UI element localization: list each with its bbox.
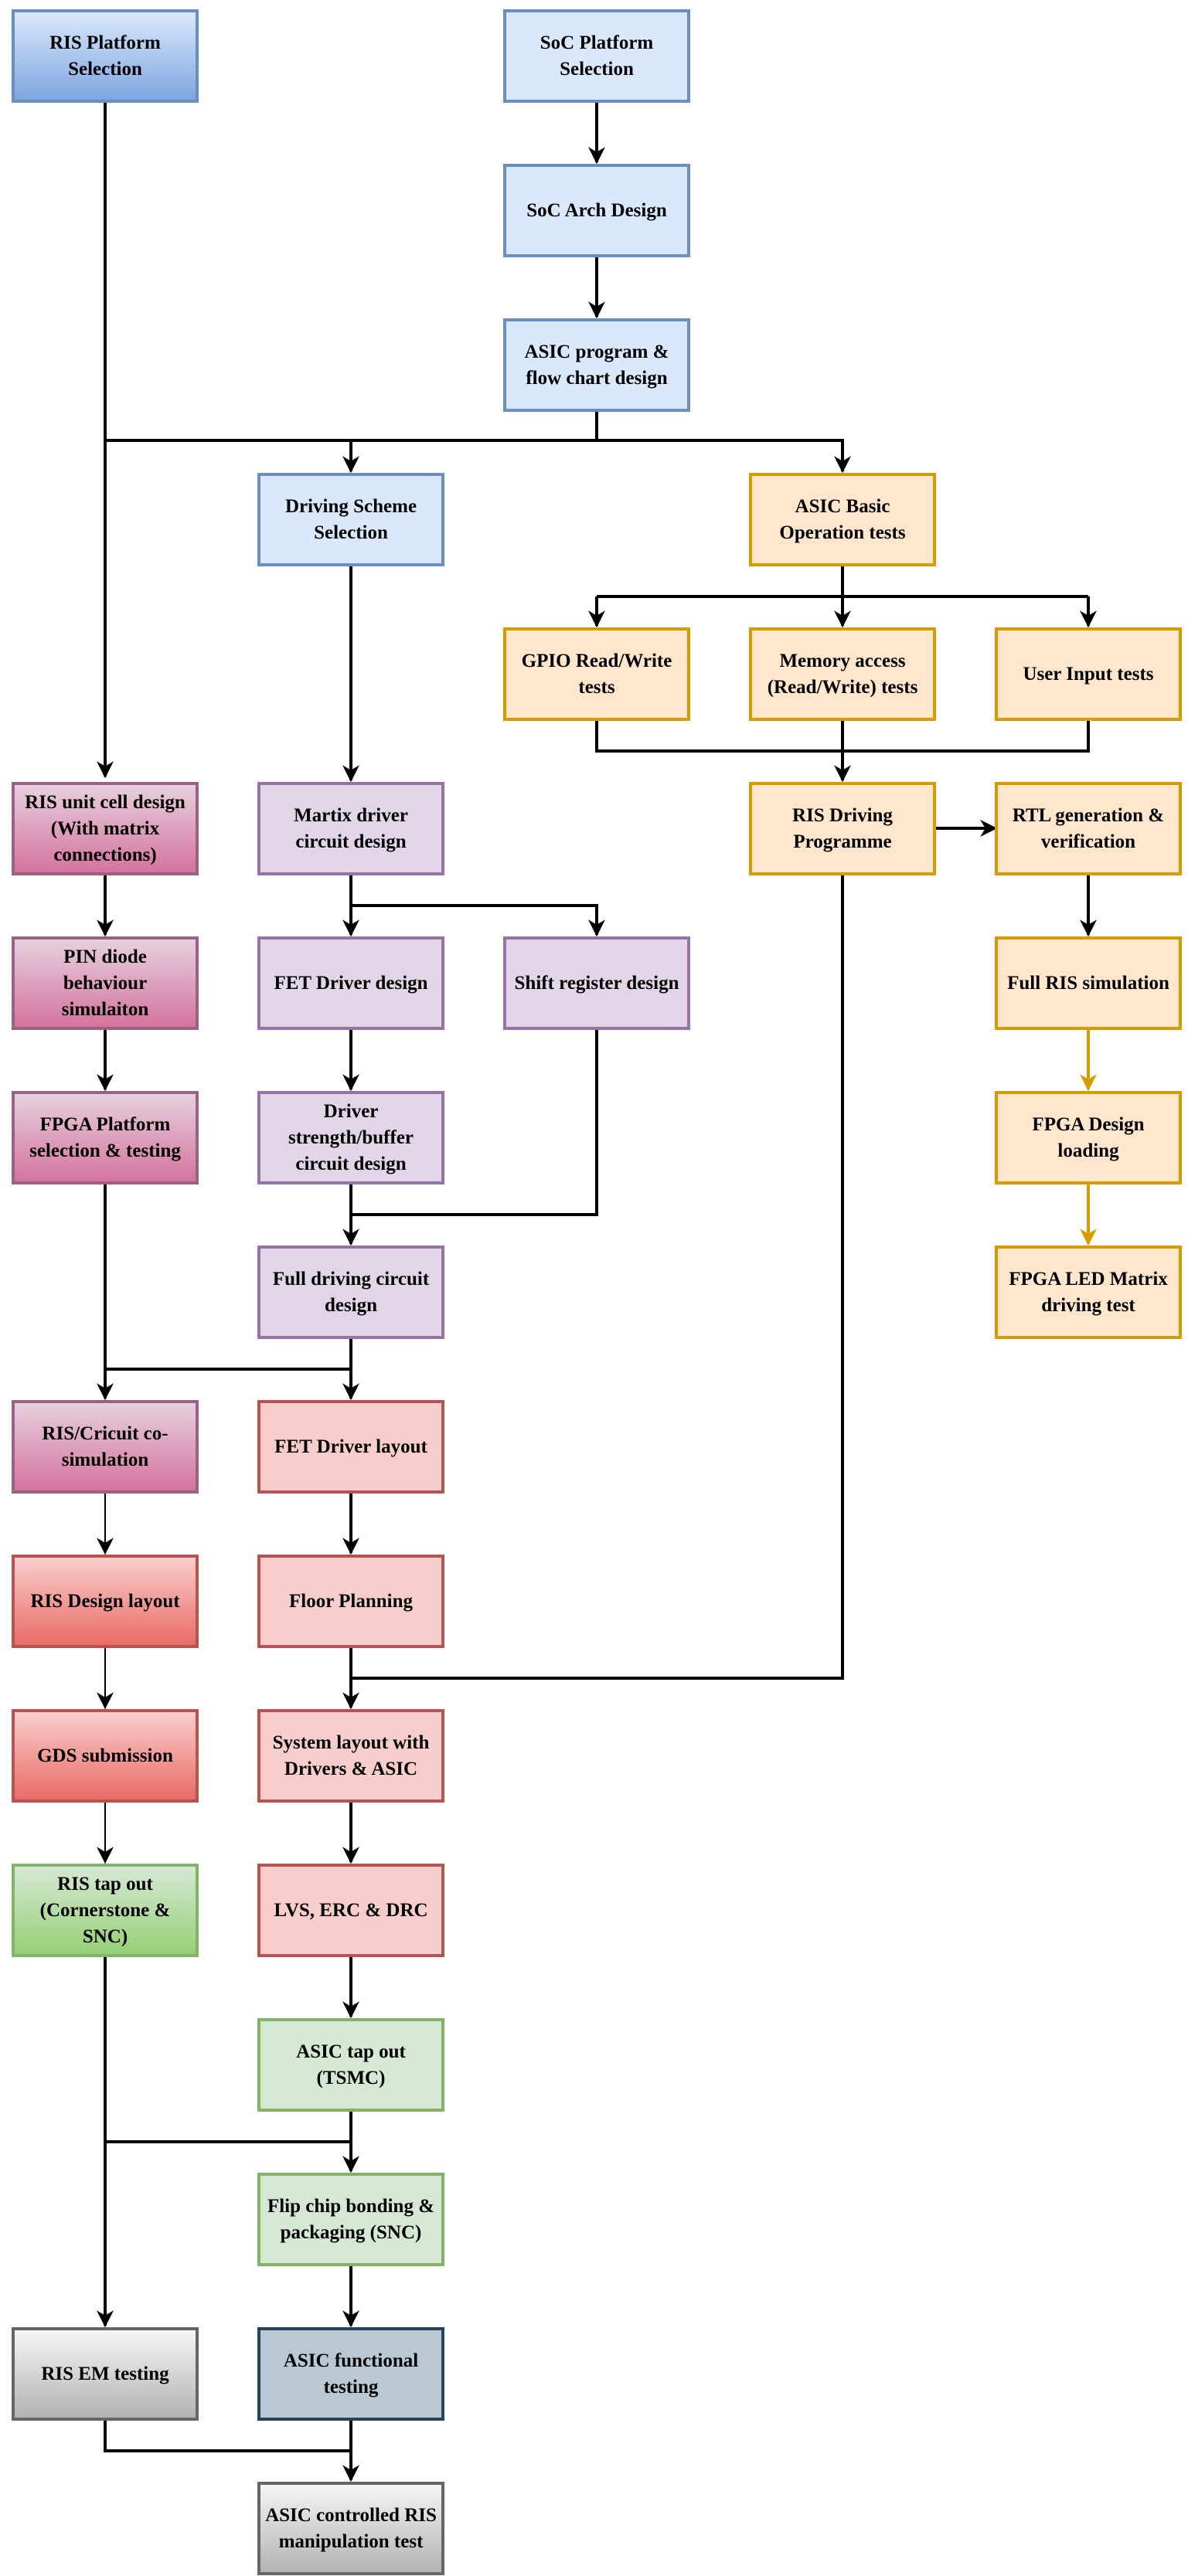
node-rtl-generation: RTL generation & verification xyxy=(995,782,1182,875)
edge-ris-driving-to-system xyxy=(351,875,844,1680)
node-driving-scheme-selection: Driving Scheme Selection xyxy=(257,473,444,566)
node-fet-driver-layout: FET Driver layout xyxy=(257,1400,444,1494)
node-ris-em-testing: RIS EM testing xyxy=(12,2327,199,2421)
edge-final-merge xyxy=(104,2420,351,2452)
edge-split-to-asic-basic xyxy=(597,439,851,474)
node-ris-circuit-cosimulation: RIS/Cricuit co-simulation xyxy=(12,1400,199,1494)
node-fpga-platform-selection: Full RIS simulation xyxy=(995,936,1182,1030)
edge-asic-program-split xyxy=(105,411,598,442)
node-gds-submission: GDS submission xyxy=(12,1709,199,1803)
node-asic-controlled-ris-test: ASIC controlled RIS manipulation test xyxy=(257,2482,444,2575)
node-fet-driver-design: FET Driver design xyxy=(257,936,444,1030)
node-gpio-tests: GPIO Read/Write tests xyxy=(503,627,690,721)
node-ris-platform-selection: RIS Platform Selection xyxy=(12,9,199,103)
node-lvs-erc-drc: LVS, ERC & DRC xyxy=(257,1864,444,1957)
node-system-layout: System layout with Drivers & ASIC xyxy=(257,1709,444,1803)
node-ris-driving-programme: RIS Driving Programme xyxy=(749,782,936,875)
node-soc-platform-selection: SoC Platform Selection xyxy=(503,9,690,103)
node-fpga-led-matrix-test: FPGA LED Matrix driving test xyxy=(995,1246,1182,1339)
node-full-driving-circuit-design: Full driving circuit design xyxy=(257,1246,444,1339)
node-full-ris-simulation: FPGA Platform selection & testing xyxy=(12,1091,199,1184)
node-flip-chip-bonding: Flip chip bonding & packaging (SNC) xyxy=(257,2173,444,2266)
node-fpga-design-loading: FPGA Design loading xyxy=(995,1091,1182,1184)
node-soc-arch-design: SoC Arch Design xyxy=(503,164,690,257)
node-ris-tap-out: RIS tap out (Cornerstone & SNC) xyxy=(12,1864,199,1957)
node-ris-design-layout: RIS Design layout xyxy=(12,1555,199,1648)
node-driver-strength-buffer: Driver strength/buffer circuit design xyxy=(257,1091,444,1184)
node-asic-basic-operation-tests: ASIC Basic Operation tests xyxy=(749,473,936,566)
node-floor-planning: Floor Planning xyxy=(257,1555,444,1648)
node-memory-access-tests: Memory access (Read/Write) tests xyxy=(749,627,936,721)
edge-shift-to-full xyxy=(351,1029,598,1216)
node-shift-register-design: Shift register design xyxy=(503,936,690,1030)
node-asic-functional-testing: ASIC functional testing xyxy=(257,2327,444,2421)
node-asic-tap-out: ASIC tap out (TSMC) xyxy=(257,2018,444,2112)
node-user-input-tests: User Input tests xyxy=(995,627,1182,721)
node-pin-diode-simulation: PIN diode behaviour simulaiton xyxy=(12,936,199,1030)
node-matrix-driver-circuit-design: Martix driver circuit design xyxy=(257,782,444,875)
node-ris-unit-cell-design: RIS unit cell design (With matrix connec… xyxy=(12,782,199,875)
node-asic-program-flowchart: ASIC program & flow chart design xyxy=(503,318,690,412)
